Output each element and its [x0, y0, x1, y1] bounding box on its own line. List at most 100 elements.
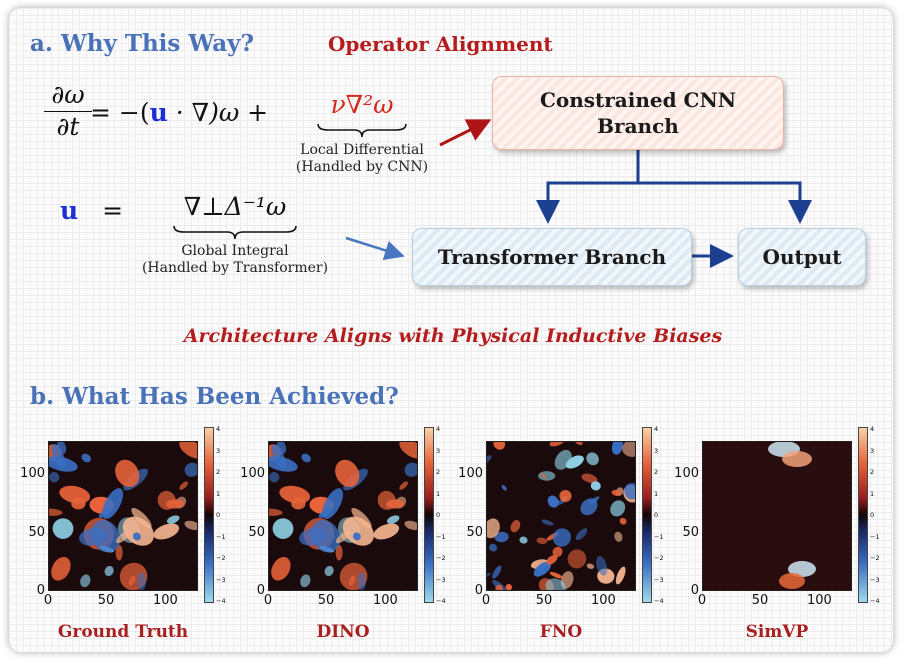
- eq1-rhs: = −(u · ∇)ω +: [90, 98, 268, 127]
- colorbar-tick-label: 4: [870, 425, 875, 433]
- cnn-branch-line2: Branch: [597, 114, 679, 138]
- y-tick-label: 50: [28, 525, 45, 540]
- colorbar-tick-label: −4: [654, 597, 664, 605]
- x-tick-label: 0: [481, 593, 491, 608]
- y-tick-label: 0: [256, 583, 265, 598]
- eq1-underbrace: [317, 123, 407, 138]
- colorbar-tick-label: 1: [436, 489, 441, 498]
- colorbar-tick-label: 0: [216, 511, 221, 519]
- eq2-note: Global Integral (Handled by Transformer): [110, 243, 360, 277]
- panel-label: DINO: [316, 622, 370, 642]
- vorticity-field-simvp: [702, 441, 852, 591]
- colorbar-tick-label: 3: [654, 446, 659, 455]
- panel-label: Ground Truth: [57, 622, 189, 642]
- colorbar-tick-label: 1: [216, 489, 221, 498]
- x-tick-label: 50: [751, 593, 769, 608]
- y-tick-label: 50: [466, 525, 483, 540]
- colorbar-tick-label: −2: [654, 554, 664, 562]
- eq1-note: Local Differential (Handled by CNN): [262, 142, 462, 176]
- colorbar-tick-label: −2: [436, 554, 446, 562]
- y-tick-label: 100: [20, 466, 45, 481]
- x-tick-label: 0: [263, 593, 273, 608]
- arrow-cnn-to-output: [638, 181, 812, 224]
- plot-frame: [486, 441, 636, 591]
- plot-frame: [48, 441, 198, 591]
- x-tick-label: 0: [697, 593, 707, 608]
- eq2-global-term: ∇⊥Δ⁻¹ω: [183, 192, 287, 221]
- eq2-underbrace: [173, 225, 297, 240]
- colorbar-tick-label: 0: [654, 511, 659, 519]
- colorbar-tick-label: 1: [654, 489, 659, 498]
- panel-label: SimVP: [745, 622, 809, 642]
- x-tick-label: 50: [535, 593, 553, 608]
- y-tick-label: 0: [36, 583, 45, 598]
- x-tick-label: 0: [43, 593, 53, 608]
- colorbar-tick-label: 0: [436, 511, 441, 519]
- x-tick-label: 100: [153, 593, 178, 608]
- x-tick-label: 100: [373, 593, 398, 608]
- eq2-u-symbol: u: [60, 196, 79, 225]
- colorbar-tick-label: −4: [436, 597, 446, 605]
- colorbar-tick-label: −4: [870, 597, 880, 605]
- colorbar-tick-label: 4: [216, 425, 221, 433]
- colorbar-tick-label: −3: [436, 575, 446, 584]
- colorbar-tick-label: −2: [870, 554, 880, 562]
- eq1-lhs-denominator: ∂t: [56, 112, 80, 141]
- output-box: Output: [738, 228, 866, 286]
- y-tick-label: 50: [682, 525, 699, 540]
- eq2-lhs: u =: [60, 196, 123, 225]
- colorbar-tick-label: 3: [436, 446, 441, 455]
- colorbar: [642, 427, 652, 603]
- colorbar: [424, 427, 434, 603]
- eq2-note-line2: (Handled by Transformer): [141, 260, 329, 276]
- section-a-title: a. Why This Way?: [30, 30, 254, 57]
- y-tick-label: 100: [674, 466, 699, 481]
- eq1-rhs-mid: · ∇)ω +: [167, 98, 269, 127]
- y-tick-label: 50: [248, 525, 265, 540]
- section-a-subtitle: Operator Alignment: [328, 32, 553, 56]
- colorbar-tick-label: −2: [216, 554, 226, 562]
- y-tick-label: 100: [240, 466, 265, 481]
- colorbar-tick-label: 2: [216, 468, 221, 476]
- eq1-rhs-main: = −(: [90, 98, 150, 127]
- arrow-global-to-transformer: [345, 236, 405, 261]
- colorbar-tick-label: 2: [870, 468, 875, 476]
- y-tick-label: 0: [474, 583, 483, 598]
- colorbar-tick-label: −3: [216, 575, 226, 584]
- eq1-lhs-numerator: ∂ω: [51, 80, 85, 109]
- eq1-lhs: ∂ω ∂t: [40, 80, 96, 141]
- colorbar-tick-label: −1: [654, 532, 664, 541]
- vorticity-field-ground-truth: [48, 441, 198, 591]
- x-tick-label: 50: [97, 593, 115, 608]
- arrow-local-to-cnn: [439, 119, 492, 147]
- colorbar-tick-label: 3: [870, 446, 875, 455]
- colorbar-tick-label: 3: [216, 446, 221, 455]
- eq1-local-term: ν∇²ω: [330, 90, 394, 119]
- colorbar-tick-label: −3: [654, 575, 664, 584]
- colorbar-tick-label: 2: [436, 468, 441, 476]
- arrow-cnn-to-transformer: [536, 148, 640, 224]
- colorbar-tick-label: −1: [436, 532, 446, 541]
- architecture-banner: Architecture Aligns with Physical Induct…: [183, 325, 723, 347]
- colorbar-tick-label: 4: [436, 425, 441, 433]
- colorbar-tick-label: 2: [654, 468, 659, 476]
- cnn-branch-box: Constrained CNN Branch: [492, 76, 784, 150]
- vorticity-field-fno: [486, 441, 636, 591]
- y-tick-label: 0: [690, 583, 699, 598]
- cnn-branch-line1: Constrained CNN: [539, 88, 737, 112]
- x-tick-label: 100: [807, 593, 832, 608]
- colorbar: [204, 427, 214, 603]
- eq1-note-line2: (Handled by CNN): [295, 159, 429, 175]
- colorbar-tick-label: 1: [870, 489, 875, 498]
- colorbar-tick-label: 4: [654, 425, 659, 433]
- eq1-note-line1: Local Differential: [300, 142, 424, 158]
- eq2-equals: =: [102, 196, 124, 225]
- x-tick-label: 50: [317, 593, 335, 608]
- colorbar-tick-label: 0: [870, 511, 875, 519]
- flow-arrows: [345, 119, 812, 268]
- section-b-title: b. What Has Been Achieved?: [30, 383, 399, 410]
- plot-frame: [268, 441, 418, 591]
- x-tick-label: 100: [591, 593, 616, 608]
- colorbar-tick-label: −4: [216, 597, 226, 605]
- transformer-branch-box: Transformer Branch: [412, 228, 692, 286]
